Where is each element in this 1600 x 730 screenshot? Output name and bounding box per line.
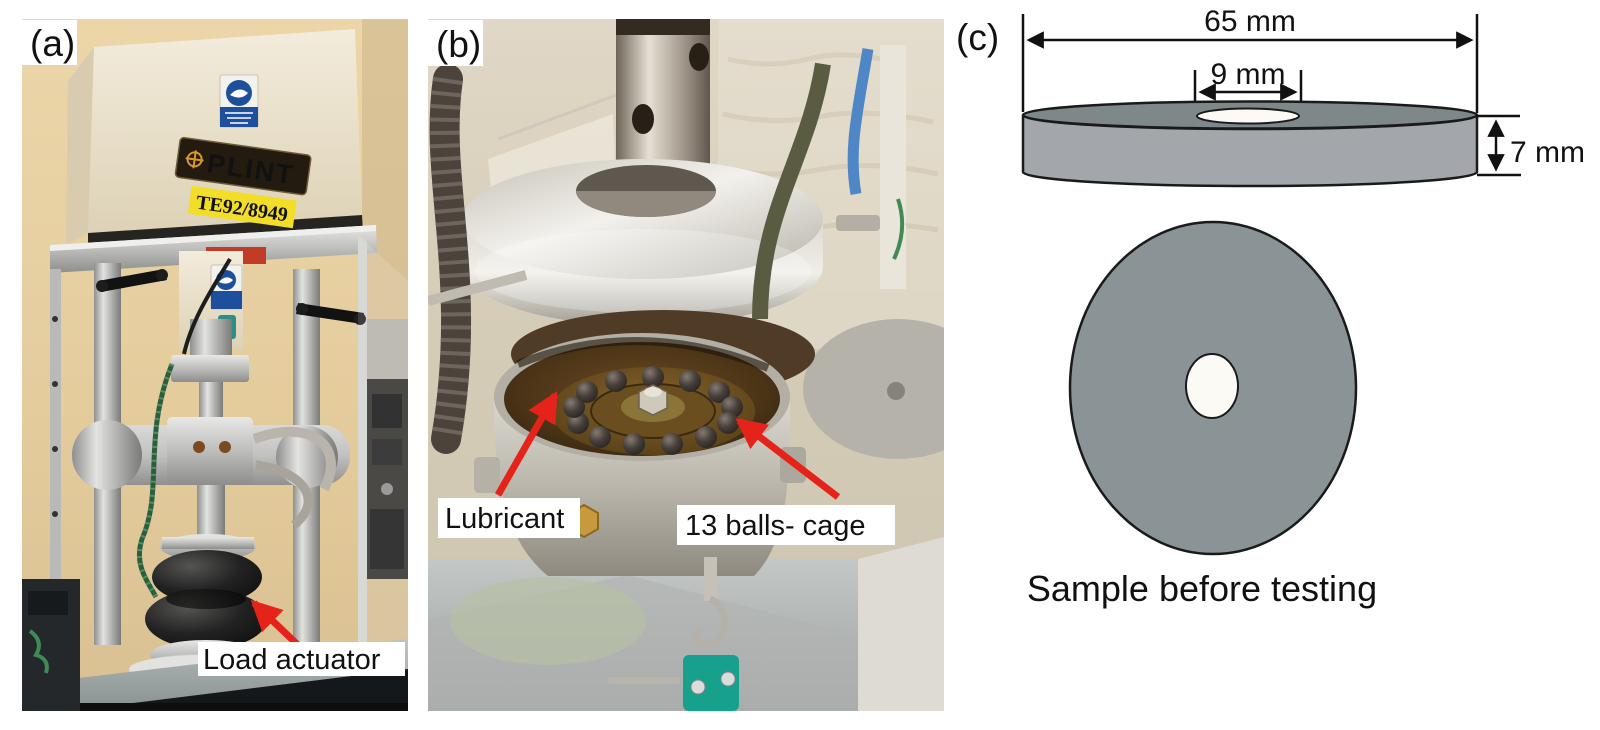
instrument-cabinet bbox=[66, 29, 363, 251]
hose-clamp bbox=[836, 215, 880, 231]
plan-hole bbox=[1185, 353, 1239, 419]
steel-ball bbox=[679, 370, 701, 392]
acrylic-guard bbox=[358, 235, 408, 669]
plint-brand-plate: PLINT bbox=[174, 136, 312, 196]
ball-cage-arrow bbox=[735, 418, 841, 500]
steel-ball bbox=[576, 381, 598, 403]
panel-a-label: (a) bbox=[22, 20, 77, 65]
panel-c-label-text: (c) bbox=[956, 17, 999, 58]
background-equipment bbox=[366, 319, 408, 579]
shaft-hole bbox=[632, 104, 654, 134]
teal-block bbox=[683, 655, 739, 711]
olive-hose bbox=[752, 62, 831, 320]
safety-sticker bbox=[219, 74, 259, 128]
blue-tube bbox=[847, 48, 874, 195]
steel-ball bbox=[708, 381, 730, 403]
frame-shelf-highlight bbox=[50, 225, 376, 251]
panel-b-label: (b) bbox=[428, 20, 483, 66]
panel-b-label-text: (b) bbox=[436, 24, 481, 65]
sample-disc-3d bbox=[1021, 100, 1479, 188]
panel-c-diagram: (c) 65 mm 9 mm 7 mm Sample before testin… bbox=[944, 0, 1600, 730]
lubricant-arrow bbox=[494, 390, 559, 497]
dimension-diameter: 65 mm bbox=[1021, 5, 1479, 113]
dim-thickness-text: 7 mm bbox=[1510, 136, 1585, 169]
dim-hole-text: 9 mm bbox=[1211, 58, 1286, 91]
sample-disc-plan bbox=[1068, 220, 1358, 556]
panel-b-photo: Lubricant 13 balls- cage (b) bbox=[426, 19, 993, 716]
load-cell bbox=[167, 417, 253, 541]
left-outer-post bbox=[50, 269, 61, 679]
right-guard-edge bbox=[358, 235, 367, 669]
screw-head bbox=[52, 446, 58, 452]
panel-a-scene: PLINT TE92/8949 bbox=[22, 19, 408, 713]
white-box-edge bbox=[858, 537, 944, 711]
sample-caption: Sample before testing bbox=[1027, 568, 1377, 609]
steel-ball bbox=[623, 433, 645, 455]
pivot-arms bbox=[96, 269, 366, 325]
screw-head bbox=[52, 316, 58, 322]
hydraulic-hose bbox=[255, 460, 313, 529]
white-pipe bbox=[880, 45, 906, 289]
lubricant-label-text: Lubricant bbox=[445, 503, 564, 535]
hydraulic-hose bbox=[252, 426, 336, 492]
cup-lug bbox=[474, 457, 500, 493]
steel-hook bbox=[692, 595, 729, 650]
panel-b-scene: Lubricant 13 balls- cage (b) bbox=[426, 19, 993, 711]
load-actuator-label: Load actuator bbox=[198, 642, 405, 676]
sensor-cable bbox=[182, 257, 232, 355]
lubricant-label: Lubricant bbox=[438, 498, 580, 538]
green-reflection bbox=[450, 577, 646, 665]
dim-diameter-text: 65 mm bbox=[1204, 5, 1296, 38]
steel-ball bbox=[589, 426, 611, 448]
coiled-hose-ribs bbox=[429, 76, 472, 442]
center-bolt-hub bbox=[621, 384, 685, 422]
screw bbox=[720, 671, 736, 687]
plint-logo-mark bbox=[185, 150, 204, 169]
screw-head bbox=[52, 511, 58, 517]
panel-a-label-text: (a) bbox=[30, 23, 75, 64]
ball-cage-label-text: 13 balls- cage bbox=[685, 510, 866, 542]
panel-a-photo: PLINT TE92/8949 bbox=[22, 19, 408, 716]
steel-ball bbox=[563, 396, 585, 418]
load-actuator-label-text: Load actuator bbox=[203, 644, 381, 676]
ball-cage-balls bbox=[563, 366, 743, 455]
green-coiled-cable-coils bbox=[136, 363, 175, 599]
upper-platen-disc bbox=[463, 159, 823, 326]
steel-ball bbox=[695, 426, 717, 448]
adjacent-machine-bolt bbox=[887, 382, 905, 400]
green-wire bbox=[892, 198, 905, 260]
shaft-hole bbox=[689, 43, 709, 71]
dimension-hole: 9 mm bbox=[1193, 58, 1303, 114]
load-actuator-arrow bbox=[250, 599, 303, 650]
screw bbox=[690, 679, 706, 695]
steel-ball bbox=[605, 370, 627, 392]
steel-ball bbox=[642, 366, 664, 388]
screw-head bbox=[52, 381, 58, 387]
steel-pipe bbox=[426, 270, 528, 306]
ball-cage-label: 13 balls- cage bbox=[677, 505, 895, 545]
left-floor-equipment bbox=[22, 579, 80, 711]
hoses bbox=[426, 45, 906, 454]
hook-and-sensor bbox=[608, 557, 739, 711]
upper-actuator-stack bbox=[171, 251, 249, 422]
thin-rod bbox=[608, 677, 680, 684]
load-actuator-bellows bbox=[145, 534, 267, 649]
steel-ball bbox=[661, 433, 683, 455]
panel-c-scene: (c) 65 mm 9 mm 7 mm Sample before testin… bbox=[956, 5, 1585, 609]
dimension-thickness: 7 mm bbox=[1477, 114, 1585, 177]
steel-ball bbox=[717, 412, 739, 434]
safety-sticker-small bbox=[210, 264, 243, 310]
disc-hole bbox=[1196, 107, 1300, 125]
